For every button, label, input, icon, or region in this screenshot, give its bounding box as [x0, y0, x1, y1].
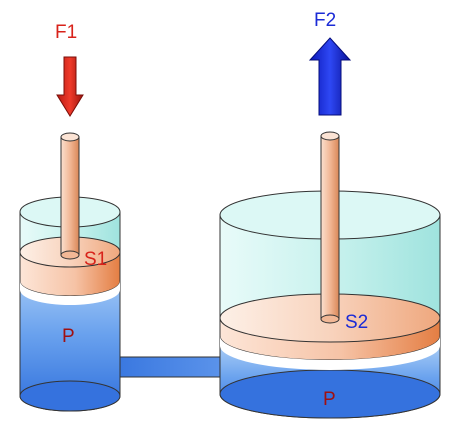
up-arrow-icon [308, 37, 352, 116]
connecting-pipe [117, 356, 223, 378]
pressure-large-label: P [323, 389, 336, 410]
small-piston-rod [60, 132, 80, 260]
large-piston-rod [320, 131, 340, 324]
force-f1-label: F1 [55, 22, 77, 43]
pressure-small-label: P [62, 326, 75, 347]
area-s1-label: S1 [84, 249, 107, 270]
down-arrow-icon [56, 56, 84, 117]
force-f2-label: F2 [314, 10, 336, 31]
small-piston [19, 236, 121, 305]
area-s2-label: S2 [345, 312, 368, 333]
